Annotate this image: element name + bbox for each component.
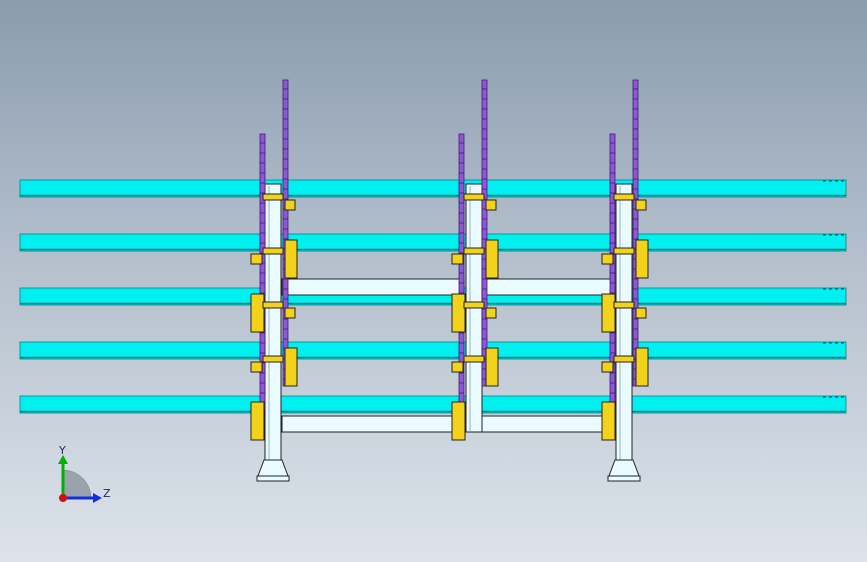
post-foot [608,459,640,477]
foot-plate [607,475,641,482]
bracket [601,401,616,441]
bracket [635,347,649,387]
bracket [250,401,265,441]
bracket [463,247,485,255]
bracket [601,361,614,373]
bracket [284,307,296,319]
bracket [262,193,284,201]
y-axis-label: Y [58,444,66,457]
bracket [463,301,485,309]
bracket [284,199,296,211]
bracket [485,347,499,387]
vertical-post [264,183,282,461]
post-foot [257,459,289,477]
bracket [635,307,647,319]
bracket [262,355,284,363]
conveyor-rail [19,233,847,252]
bracket [463,193,485,201]
lower-beam [281,415,465,433]
bracket [451,253,464,265]
bracket [451,293,466,333]
bracket [284,347,298,387]
bracket [601,293,616,333]
y-arrowhead [58,455,68,464]
bracket [635,199,647,211]
bracket [262,301,284,309]
vertical-post [615,183,633,461]
conveyor-rails [19,179,847,414]
chain [282,79,289,387]
bracket [485,307,497,319]
bracket [463,355,485,363]
bracket [613,355,635,363]
bracket [485,199,497,211]
z-arrowhead [93,493,102,503]
chain [632,79,639,387]
orientation-triad: Y Z [58,444,111,503]
bracket-group [250,193,649,441]
conveyor-rail [19,341,847,360]
chain [481,79,488,387]
conveyor-rail [19,179,847,198]
bracket [262,247,284,255]
bracket [613,301,635,309]
bracket [485,239,499,279]
bracket [250,293,265,333]
bracket [250,253,263,265]
bracket [451,361,464,373]
upper-beam [481,278,615,296]
triad-origin [59,494,67,502]
bracket [613,193,635,201]
triad-quadrant [62,469,92,499]
conveyor-rail [19,395,847,414]
bracket [250,361,263,373]
bracket [635,239,649,279]
foot-plate [256,475,290,482]
lower-beam [481,415,615,433]
bracket [613,247,635,255]
bracket [451,401,466,441]
z-axis-label: Z [103,487,111,500]
frame-structure [256,183,641,482]
bracket [601,253,614,265]
upper-beam [281,278,465,296]
bracket [284,239,298,279]
